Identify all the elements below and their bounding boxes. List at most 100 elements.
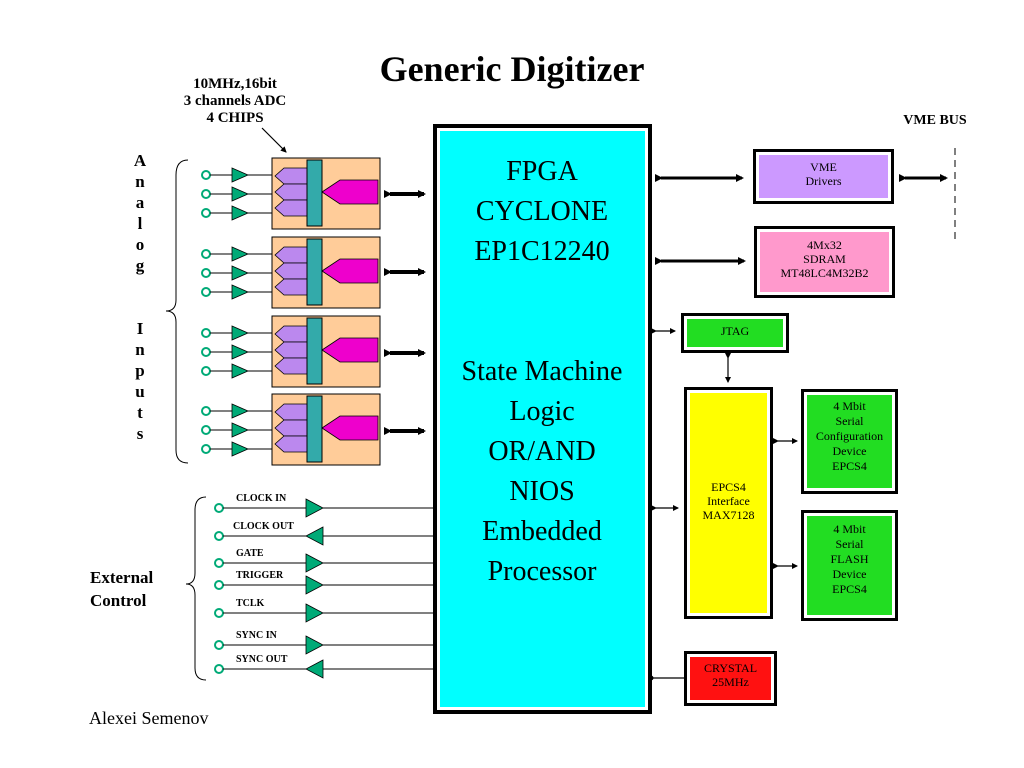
input-connector-icon <box>201 268 211 278</box>
adc-fpga-arrows <box>384 190 426 435</box>
letter: u <box>135 382 145 401</box>
config-device-line: Device <box>832 444 867 458</box>
signal-label: GATE <box>236 548 264 559</box>
vme-drivers-text: VME Drivers <box>759 160 888 188</box>
input-connector-icon <box>201 347 211 357</box>
fpga-line: Logic <box>509 396 575 427</box>
analog-word: A n a l o g <box>127 150 153 276</box>
letter: p <box>135 361 145 380</box>
signal-label: SYNC IN <box>236 630 277 641</box>
fpga-text: FPGA CYCLONE EP1C12240 State Machine Log… <box>440 152 644 592</box>
adc-chip <box>201 393 381 466</box>
adc-output-icon <box>321 258 379 284</box>
amplifier-icon <box>231 422 249 438</box>
letter: I <box>136 319 144 338</box>
fpga-line: State Machine <box>461 356 623 387</box>
epcs-interface-text: EPCS4 Interface MAX7128 <box>690 480 767 522</box>
epcs-interface-line: MAX7128 <box>702 508 755 522</box>
adc-note-line: 10MHz,16bit <box>193 76 277 92</box>
fpga-line: FPGA <box>506 156 578 187</box>
external-control-label: External Control <box>90 566 180 612</box>
input-connector-icon <box>201 425 211 435</box>
signal-line <box>214 635 437 655</box>
crystal-text: CRYSTAL 25MHz <box>690 661 771 689</box>
adc-chip <box>201 236 381 309</box>
input-buffer-icon <box>305 553 324 573</box>
config-device-line: 4 Mbit <box>833 399 866 413</box>
adc-chip <box>201 315 381 388</box>
vme-drivers-line: Drivers <box>805 174 842 188</box>
adc-note-arrow <box>261 127 287 153</box>
config-device-line: Configuration <box>815 429 884 443</box>
input-buffer-icon <box>305 498 324 518</box>
letter: o <box>135 235 145 254</box>
fpga-line: EP1C12240 <box>474 236 610 267</box>
letter: A <box>133 151 147 170</box>
letter: l <box>137 214 143 233</box>
inputs-word: I n p u t s <box>127 318 153 444</box>
page-title: Generic Digitizer <box>379 49 645 89</box>
amplifier-icon <box>231 325 249 341</box>
fpga-line: CYCLONE <box>475 196 609 227</box>
analog-inputs-brace <box>165 159 189 464</box>
adc-bus-bar <box>306 395 323 463</box>
flash-device-line: 4 Mbit <box>833 522 866 536</box>
output-buffer-icon <box>305 659 324 679</box>
sdram-line: 4Mx32 <box>807 238 842 252</box>
vme-bus-label: VME BUS <box>903 113 967 128</box>
config-device-line: EPCS4 <box>832 459 867 473</box>
amplifier-icon <box>231 284 249 300</box>
adc-boards <box>201 157 381 466</box>
fpga-line: Processor <box>487 556 597 587</box>
input-buffer-icon <box>305 635 324 655</box>
amplifier-icon <box>231 344 249 360</box>
input-connector-icon <box>201 366 211 376</box>
letter: a <box>135 193 145 212</box>
letter: t <box>137 403 143 422</box>
flash-device-line: Serial <box>835 537 864 551</box>
signal-connector-icon <box>214 664 224 674</box>
letter: s <box>136 424 144 443</box>
amplifier-icon <box>231 205 249 221</box>
letter: n <box>135 172 145 191</box>
epcs-interface-line: Interface <box>707 494 750 508</box>
jtag-label: JTAG <box>720 324 750 338</box>
flash-device-line: EPCS4 <box>832 582 867 596</box>
input-buffer-icon <box>305 575 324 595</box>
fpga-line: OR/AND <box>488 436 596 467</box>
input-connector-icon <box>201 170 211 180</box>
config-device-line: Serial <box>835 414 864 428</box>
ext-control-line: Control <box>90 591 147 610</box>
input-connector-icon <box>201 208 211 218</box>
signal-line <box>214 603 437 623</box>
signal-connector-icon <box>214 608 224 618</box>
amplifier-icon <box>231 265 249 281</box>
adc-output-icon <box>321 415 379 441</box>
sdram-line: MT48LC4M32B2 <box>780 266 869 280</box>
signal-label: CLOCK IN <box>236 493 287 504</box>
amplifier-icon <box>231 186 249 202</box>
signal-connector-icon <box>214 503 224 513</box>
crystal-line: CRYSTAL <box>703 661 758 675</box>
adc-bus-bar <box>306 317 323 385</box>
signal-connector-icon <box>214 531 224 541</box>
input-connector-icon <box>201 328 211 338</box>
signal-line <box>214 498 437 518</box>
adc-note: 10MHz,16bit 3 channels ADC 4 CHIPS <box>150 76 320 127</box>
signal-connector-icon <box>214 580 224 590</box>
input-connector-icon <box>201 287 211 297</box>
config-device-text: 4 Mbit Serial Configuration Device EPCS4 <box>807 399 892 474</box>
vme-drivers-line: VME <box>810 160 837 174</box>
output-buffer-icon <box>305 526 324 546</box>
amplifier-icon <box>231 403 249 419</box>
adc-chip <box>201 157 381 230</box>
sdram-line: SDRAM <box>803 252 846 266</box>
amplifier-icon <box>231 246 249 262</box>
signal-label: TRIGGER <box>236 570 284 581</box>
input-connector-icon <box>201 249 211 259</box>
adc-bus-bar <box>306 159 323 227</box>
flash-device-line: Device <box>832 567 867 581</box>
signal-line <box>214 526 437 546</box>
amplifier-icon <box>231 167 249 183</box>
crystal-line: 25MHz <box>712 675 749 689</box>
